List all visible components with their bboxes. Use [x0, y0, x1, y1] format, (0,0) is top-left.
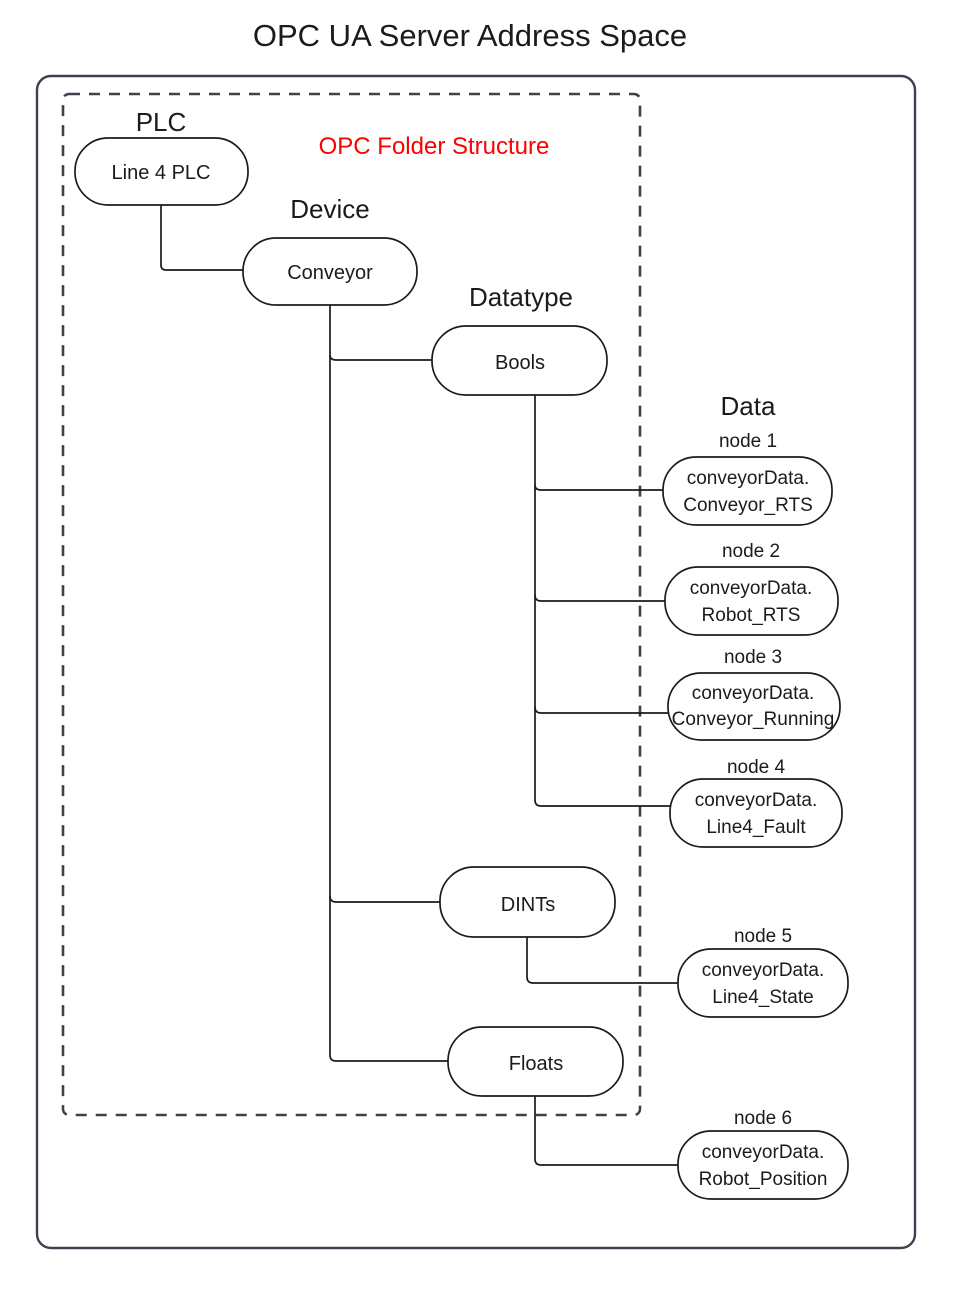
data-node-2[interactable]: node 2 conveyorData. Robot_RTS	[664, 541, 839, 636]
data-node-4-line2: Line4_Fault	[706, 817, 806, 838]
data-node-2-line2: Robot_RTS	[702, 605, 801, 626]
data-node-5-caption: node 5	[734, 926, 792, 947]
group-label-plc: PLC	[136, 107, 187, 137]
data-node-2-line1: conveyorData.	[690, 578, 813, 599]
server-address-space-frame	[35, 74, 917, 1250]
opc-folder-boundary	[61, 92, 642, 1117]
data-node-4[interactable]: node 4 conveyorData. Line4_Fault	[669, 757, 843, 848]
link-bools-to-node3	[534, 706, 668, 714]
data-node-1-line1: conveyorData.	[687, 468, 810, 489]
data-node-4-caption: node 4	[727, 757, 786, 778]
link-conveyor-trunk	[329, 305, 448, 1062]
data-node-6-shape	[677, 1130, 849, 1200]
link-plc-to-conveyor	[160, 205, 243, 271]
data-node-6[interactable]: node 6 conveyorData. Robot_Position	[677, 1108, 849, 1200]
opc-folder-structure-label: OPC Folder Structure	[319, 133, 550, 160]
data-node-1-line2: Conveyor_RTS	[683, 495, 813, 516]
data-node-4-shape	[669, 778, 843, 848]
link-conveyor-to-bools	[329, 354, 432, 361]
data-node-3-line2: Conveyor_Running	[672, 709, 835, 730]
data-node-1-shape	[662, 456, 833, 526]
link-conveyor-to-dints	[329, 895, 440, 903]
node-line-4-plc[interactable]: Line 4 PLC	[74, 137, 249, 206]
link-bools-trunk	[534, 395, 670, 807]
data-node-3-caption: node 3	[724, 647, 782, 668]
data-node-5[interactable]: node 5 conveyorData. Line4_State	[677, 926, 849, 1018]
data-node-3[interactable]: node 3 conveyorData. Conveyor_Running	[667, 647, 841, 741]
node-bools-label: Bools	[495, 352, 545, 374]
group-label-data: Data	[721, 391, 776, 421]
group-label-device: Device	[290, 194, 369, 224]
data-node-1[interactable]: node 1 conveyorData. Conveyor_RTS	[662, 431, 833, 526]
data-node-6-line1: conveyorData.	[702, 1142, 825, 1163]
data-node-3-line1: conveyorData.	[692, 683, 815, 704]
data-node-2-shape	[664, 566, 839, 636]
link-bools-to-node1	[534, 484, 663, 491]
node-line-4-plc-label: Line 4 PLC	[112, 162, 211, 184]
node-conveyor-label: Conveyor	[287, 262, 373, 284]
data-node-5-line1: conveyorData.	[702, 960, 825, 981]
data-node-5-line2: Line4_State	[712, 987, 813, 1008]
node-dints-label: DINTs	[501, 894, 555, 916]
node-floats-shape	[447, 1026, 624, 1097]
data-node-4-line1: conveyorData.	[695, 790, 818, 811]
link-floats-to-node6	[534, 1096, 678, 1166]
node-floats[interactable]: Floats	[447, 1026, 624, 1097]
node-line-4-plc-shape	[74, 137, 249, 206]
node-dints[interactable]: DINTs	[439, 866, 616, 938]
page-title: OPC UA Server Address Space	[253, 18, 687, 53]
link-dints-to-node5	[526, 937, 678, 984]
data-node-5-shape	[677, 948, 849, 1018]
link-bools-to-node2	[534, 594, 665, 602]
data-node-3-shape	[667, 672, 841, 741]
node-floats-label: Floats	[509, 1053, 563, 1075]
data-node-6-caption: node 6	[734, 1108, 792, 1129]
group-label-datatype: Datatype	[469, 282, 573, 312]
data-node-1-caption: node 1	[719, 431, 777, 452]
node-conveyor[interactable]: Conveyor	[242, 237, 418, 306]
node-dints-shape	[439, 866, 616, 938]
node-conveyor-shape	[242, 237, 418, 306]
data-node-6-line2: Robot_Position	[699, 1169, 828, 1190]
node-bools[interactable]: Bools	[431, 325, 608, 396]
data-node-2-caption: node 2	[722, 541, 780, 562]
node-bools-shape	[431, 325, 608, 396]
